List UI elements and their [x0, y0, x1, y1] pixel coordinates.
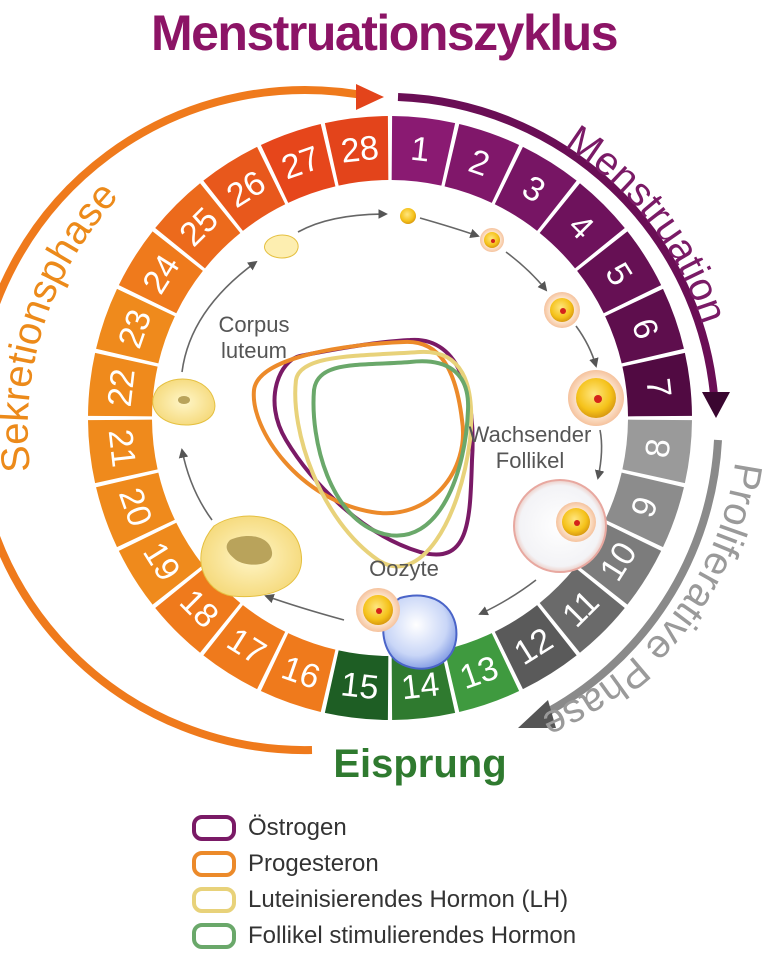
menstruation-arrow-head: [702, 392, 730, 418]
day-segment-23: [96, 288, 175, 364]
legend-swatch-progesterone: [192, 851, 236, 877]
day-segment-15: [324, 650, 389, 720]
follicle-stage-4: [568, 370, 624, 426]
arrow-ovulation-to-luteum: [264, 594, 345, 621]
day-segment-17: [203, 605, 286, 690]
legend-label-lh: Luteinisierendes Hormon (LH): [248, 886, 569, 913]
follicle-stages: [152, 208, 624, 670]
ovulation-stage: [356, 588, 458, 670]
day-segment-7: [622, 352, 692, 417]
arrow-follicle3-to-4: [575, 325, 599, 368]
arrow-luteum-to-follicle1: [297, 209, 388, 233]
day-segment-6: [605, 288, 684, 364]
growing-follicle-label-1: Wachsender: [469, 422, 592, 447]
day-segment-20: [96, 472, 175, 548]
secretion-arrow-arc: [0, 86, 373, 755]
legend-item-fsh: Follikel stimulierendes Hormon: [192, 918, 576, 954]
day-segment-19: [118, 522, 203, 605]
follicle-stage-1: [400, 208, 416, 224]
day-segment-12: [494, 605, 577, 690]
growing-follicle-label-2: Follikel: [496, 448, 564, 473]
arrow-luteum-large-to-mid: [178, 448, 213, 521]
proliferative-arrow-arc: [538, 439, 722, 720]
phase-arrows: [0, 84, 730, 755]
legend-item-lh: Luteinisierendes Hormon (LH): [192, 882, 576, 918]
day-segment-5: [577, 231, 662, 314]
day-number-22: 22: [101, 367, 143, 409]
day-segment-28: [324, 116, 389, 186]
lh-curve: [293, 349, 474, 569]
corpus-luteum-label-1: Corpus: [219, 312, 290, 337]
day-number-28: 28: [339, 129, 381, 171]
legend-label-estrogen: Östrogen: [248, 814, 347, 841]
menstruation-arrow-arc: [397, 93, 718, 396]
proliferative-arrow-head: [518, 700, 556, 728]
day-segment-14: [391, 650, 456, 720]
legend: Östrogen Progesteron Luteinisierendes Ho…: [192, 810, 576, 954]
follicle-stage-3: [544, 292, 580, 328]
arrow-follicle4-to-5: [594, 429, 605, 480]
hormone-curves: [251, 337, 475, 569]
arrow-follicle1-to-2: [419, 217, 480, 239]
oocyte-label: Oozyte: [369, 556, 439, 581]
legend-swatch-estrogen: [192, 815, 236, 841]
day-segment-9: [605, 472, 684, 548]
legend-label-progesterone: Progesteron: [248, 850, 379, 877]
day-segment-16: [260, 633, 336, 712]
day-number-15: 15: [339, 665, 381, 707]
arrow-follicle2-to-3: [505, 251, 548, 292]
day-segment-25: [155, 183, 241, 269]
day-segment-21: [88, 419, 158, 484]
day-segment-26: [203, 146, 286, 231]
ovulation-label: Eisprung: [333, 742, 506, 786]
day-number-7: 7: [638, 376, 678, 399]
corpus-luteum-mid: [152, 378, 216, 426]
day-segment-24: [118, 231, 203, 314]
progesterone-curve: [251, 339, 465, 516]
day-segment-3: [494, 146, 577, 231]
secretion-arrow-head: [356, 84, 384, 110]
day-number-8: 8: [638, 437, 678, 460]
legend-label-fsh: Follikel stimulierendes Hormon: [248, 922, 577, 949]
day-segment-13: [444, 633, 520, 712]
day-segment-4: [539, 183, 625, 269]
day-segment-27: [260, 124, 336, 203]
arrow-luteum-mid-to-small: [181, 260, 258, 373]
follicle-stage-5: [513, 479, 607, 573]
fsh-curve: [311, 359, 471, 538]
legend-item-progesterone: Progesteron: [192, 846, 576, 882]
day-segment-1: [391, 116, 456, 186]
day-number-1: 1: [409, 130, 432, 170]
day-segment-22: [88, 352, 158, 417]
legend-swatch-lh: [192, 887, 236, 913]
follicle-stage-2: [480, 228, 504, 252]
inner-cycle-arrows: [178, 209, 605, 621]
day-segment-2: [444, 124, 520, 203]
page-title: Menstruationszyklus: [150, 5, 619, 61]
legend-swatch-fsh: [192, 923, 236, 949]
legend-item-estrogen: Östrogen: [192, 810, 576, 846]
corpus-luteum-small: [264, 234, 299, 259]
arrow-follicle5-to-ovulation: [478, 579, 537, 616]
corpus-luteum-label-2: luteum: [221, 338, 287, 363]
day-number-21: 21: [101, 427, 143, 469]
day-segment-8: [622, 419, 692, 484]
corpus-luteum-large: [200, 515, 303, 598]
day-segment-11: [539, 567, 625, 653]
day-number-14: 14: [399, 665, 441, 707]
